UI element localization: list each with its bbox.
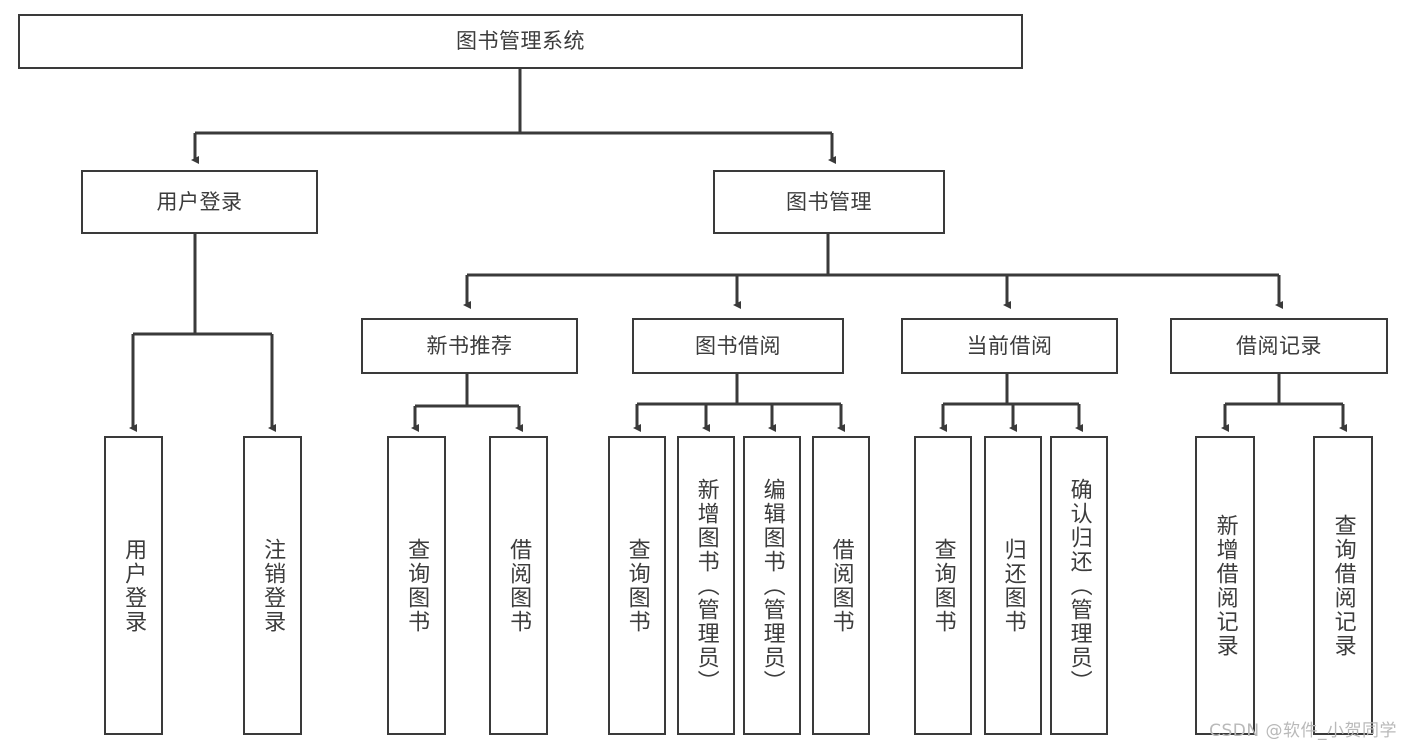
- watermark-text: CSDN @软件_小贺同学: [1209, 721, 1397, 741]
- node-label: 查询图书: [624, 537, 650, 634]
- leaf-edit-book-admin[interactable]: 编辑图书（管理员）: [743, 436, 801, 735]
- node-user-login[interactable]: 用户登录: [81, 170, 318, 234]
- node-label: 新增图书（管理员）: [693, 477, 719, 694]
- node-root-book-management-system[interactable]: 图书管理系统: [18, 14, 1023, 69]
- node-label: 图书管理系统: [456, 29, 585, 54]
- node-label: 确认归还（管理员）: [1066, 477, 1092, 694]
- leaf-logout[interactable]: 注销登录: [243, 436, 302, 735]
- node-book-borrow[interactable]: 图书借阅: [632, 318, 844, 374]
- leaf-query-book-recommend[interactable]: 查询图书: [387, 436, 446, 735]
- node-label: 借阅图书: [828, 537, 854, 634]
- node-label: 借阅图书: [506, 537, 532, 634]
- node-label: 图书借阅: [695, 333, 781, 358]
- node-label: 用户登录: [156, 189, 243, 214]
- node-label: 编辑图书（管理员）: [759, 477, 785, 694]
- leaf-query-book-borrow[interactable]: 查询图书: [608, 436, 666, 735]
- node-label: 查询借阅记录: [1330, 513, 1356, 658]
- leaf-add-borrow-record[interactable]: 新增借阅记录: [1195, 436, 1255, 735]
- node-label: 归还图书: [1000, 537, 1026, 634]
- node-label: 借阅记录: [1236, 333, 1322, 358]
- leaf-add-book-admin[interactable]: 新增图书（管理员）: [677, 436, 735, 735]
- node-label: 新增借阅记录: [1212, 513, 1238, 658]
- leaf-return-book[interactable]: 归还图书: [984, 436, 1042, 735]
- node-label: 新书推荐: [426, 333, 513, 358]
- node-new-book-recommend[interactable]: 新书推荐: [361, 318, 578, 374]
- node-label: 查询图书: [930, 537, 956, 634]
- node-label: 当前借阅: [966, 333, 1053, 358]
- node-current-borrow[interactable]: 当前借阅: [901, 318, 1118, 374]
- leaf-confirm-return-admin[interactable]: 确认归还（管理员）: [1050, 436, 1108, 735]
- leaf-user-login[interactable]: 用户登录: [104, 436, 163, 735]
- node-book-management[interactable]: 图书管理: [713, 170, 945, 234]
- node-label: 图书管理: [786, 189, 872, 214]
- node-label: 注销登录: [260, 537, 286, 634]
- leaf-query-borrow-record[interactable]: 查询借阅记录: [1313, 436, 1373, 735]
- node-label: 查询图书: [404, 537, 430, 634]
- node-borrow-record[interactable]: 借阅记录: [1170, 318, 1388, 374]
- node-label: 用户登录: [121, 537, 147, 634]
- leaf-borrow-book[interactable]: 借阅图书: [812, 436, 870, 735]
- leaf-query-book-current[interactable]: 查询图书: [914, 436, 972, 735]
- leaf-borrow-book-recommend[interactable]: 借阅图书: [489, 436, 548, 735]
